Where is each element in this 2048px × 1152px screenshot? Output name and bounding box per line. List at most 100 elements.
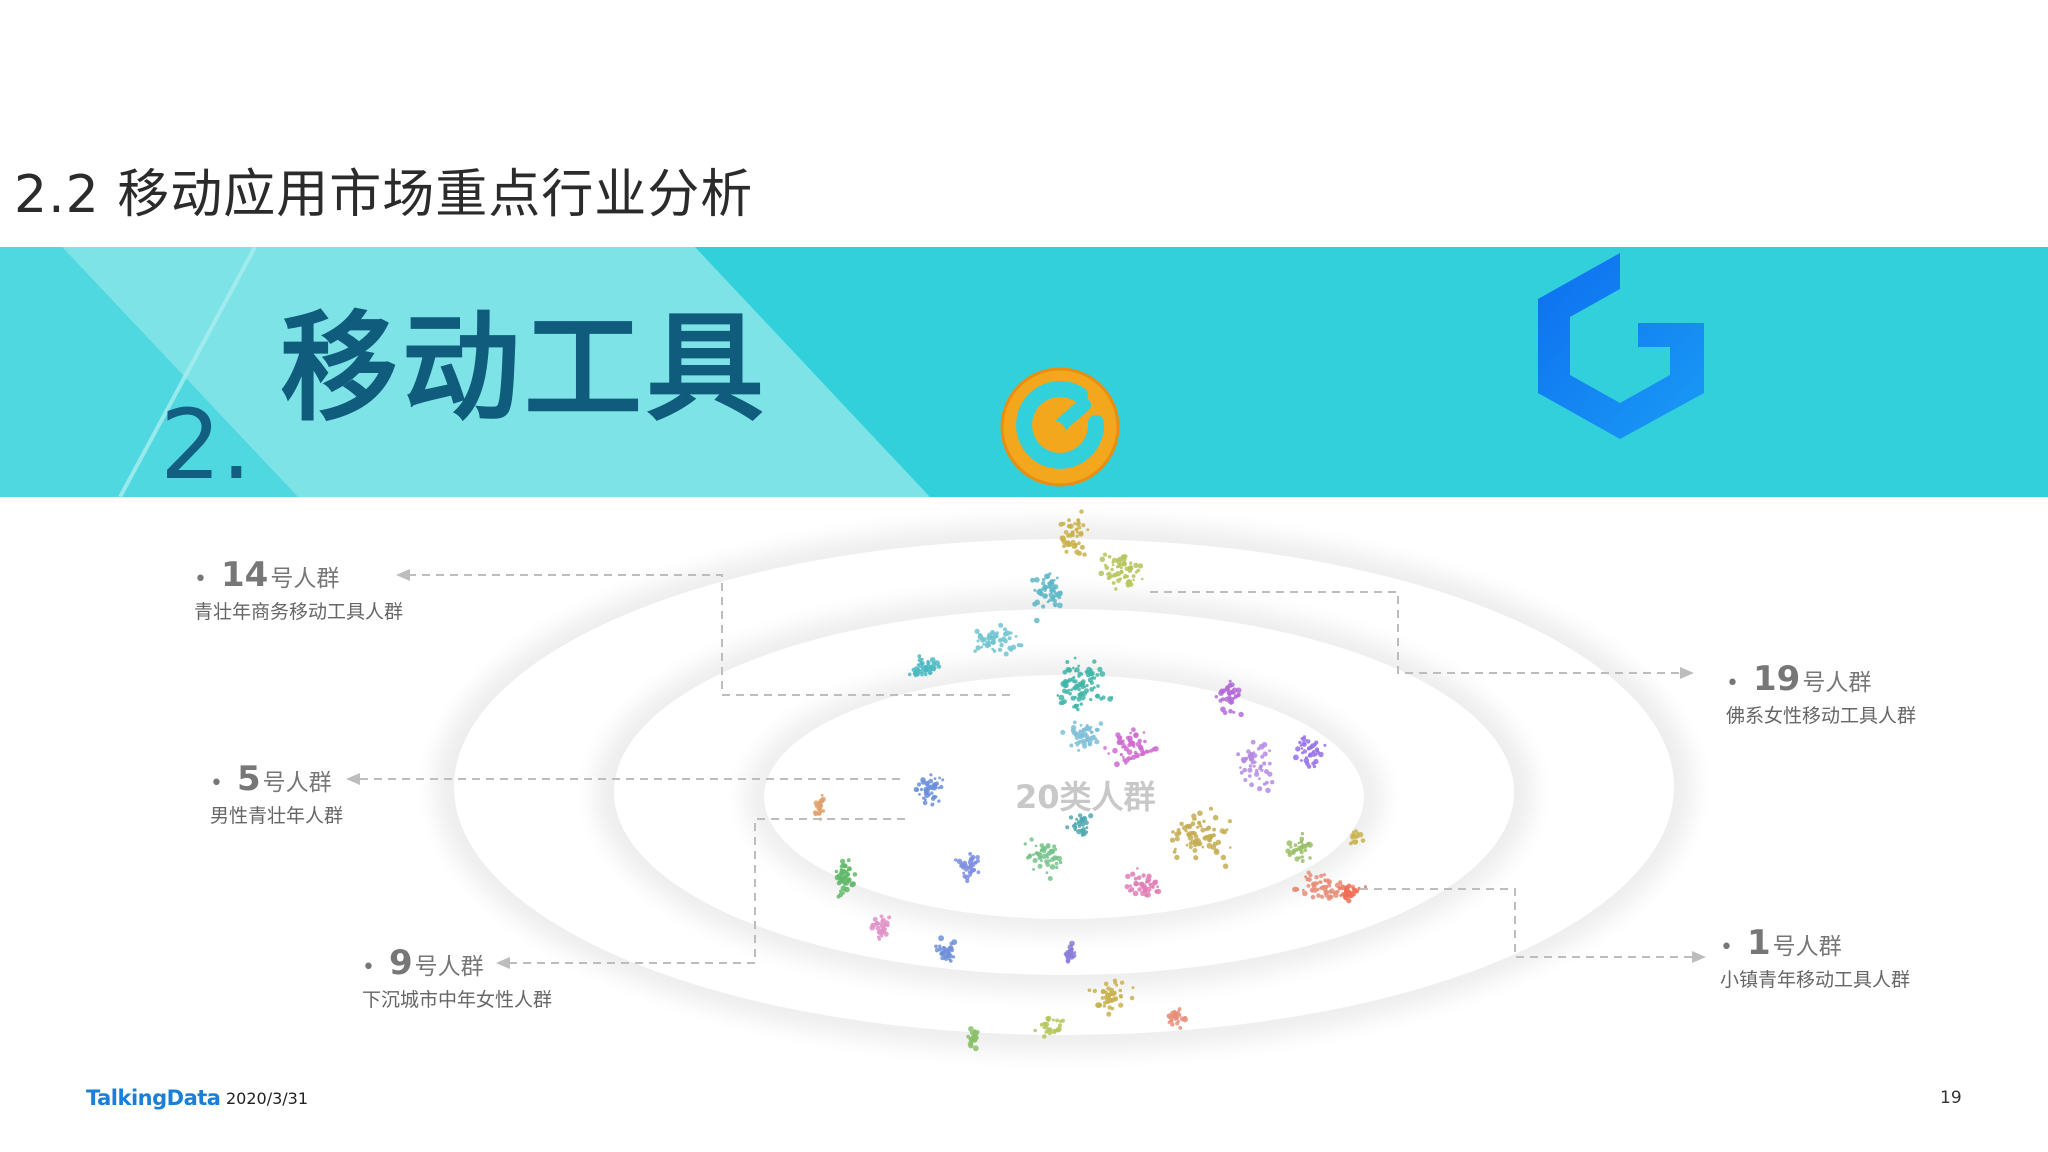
scatter-point [1111, 557, 1118, 563]
scatter-point [954, 858, 958, 862]
scatter-point [1007, 645, 1013, 651]
scatter-point [1265, 787, 1271, 793]
scatter-point [1129, 884, 1132, 888]
scatter-point [1328, 894, 1333, 900]
scatter-point [1218, 698, 1223, 703]
scatter-point [1262, 751, 1268, 757]
scatter-point [1070, 533, 1075, 537]
scatter-point [973, 649, 977, 653]
group-suffix: 号人群 [1772, 934, 1842, 960]
scatter-point [1268, 749, 1271, 753]
scatter-point [1077, 525, 1082, 530]
scatter-point [1080, 821, 1086, 827]
scatter-point [1207, 838, 1211, 842]
scatter-point [840, 858, 846, 864]
scatter-point [1188, 845, 1193, 849]
connector-group-1 [1360, 888, 1702, 958]
scatter-point [1322, 873, 1326, 877]
scatter-point [1049, 588, 1054, 593]
scatter-point [1301, 737, 1307, 743]
scatter-point [1154, 889, 1160, 894]
scatter-point [1060, 729, 1066, 735]
scatter-point [1211, 833, 1215, 837]
scatter-point [1228, 709, 1233, 714]
scatter-point [1327, 883, 1332, 888]
scatter-point [1040, 848, 1044, 852]
footer-date: 2020/3/31 [226, 1089, 309, 1108]
scatter-point [1084, 820, 1089, 825]
scatter-point [986, 641, 991, 646]
scatter-point [1095, 673, 1100, 677]
scatter-point [1103, 746, 1107, 750]
scatter-point [968, 1043, 974, 1049]
scatter-point [973, 860, 978, 865]
scatter-point [1041, 604, 1046, 609]
scatter-point [962, 871, 966, 875]
scatter-point [1102, 1004, 1106, 1008]
scatter-point [1319, 880, 1323, 884]
scatter-point [1077, 813, 1083, 818]
scatter-point [1221, 688, 1225, 692]
scatter-point [1119, 753, 1123, 756]
scatter-point [1297, 841, 1301, 845]
scatter-point [998, 622, 1004, 628]
scatter-point [1258, 777, 1261, 781]
scatter-point [1118, 988, 1123, 993]
scatter-point [1070, 695, 1076, 701]
scatter-point [875, 925, 881, 931]
scatter-point [839, 889, 842, 893]
scatter-point [1193, 855, 1199, 861]
connector-arrowheads [346, 569, 1706, 969]
scatter-point [1299, 840, 1303, 844]
scatter-point [1121, 554, 1127, 560]
scatter-point [1062, 683, 1068, 689]
scatter-point [951, 955, 956, 959]
chapter-banner: 2. 移动工具 [0, 247, 2048, 497]
scatter-point [1064, 679, 1069, 684]
scatter-point [1123, 746, 1129, 752]
scatter-point [1300, 747, 1304, 750]
scatter-point [1346, 898, 1352, 904]
banner-background [0, 247, 2048, 497]
scatter-point [1029, 837, 1034, 842]
scatter-point [880, 917, 886, 923]
scatter-point [1078, 531, 1084, 537]
scatter-point [1096, 684, 1100, 688]
scatter-point [1125, 582, 1128, 585]
group-number: 1 [1746, 923, 1771, 963]
scatter-point [1094, 739, 1100, 745]
scatter-point [1110, 696, 1114, 700]
scatter-point [1075, 743, 1079, 747]
scatter-point [1084, 688, 1089, 694]
scatter-point [1355, 840, 1359, 843]
scatter-point [1128, 741, 1134, 746]
scatter-point [1045, 843, 1051, 849]
scatter-point [1227, 819, 1232, 824]
scatter-point [1064, 549, 1069, 554]
scatter-point [1249, 782, 1254, 788]
scatter-point [1052, 855, 1058, 861]
scatter-point [1086, 528, 1090, 532]
scatter-point [878, 929, 883, 934]
scatter-point [1214, 848, 1219, 853]
scatter-point [1112, 978, 1117, 983]
scatter-point [1092, 659, 1097, 664]
scatter-point [969, 1037, 975, 1042]
group-description: 青壮年商务移动工具人群 [194, 601, 404, 623]
group-description: 小镇青年移动工具人群 [1720, 969, 1911, 991]
scatter-point [1201, 845, 1205, 849]
scatter-point [1318, 887, 1322, 890]
page-number: 19 [1940, 1088, 1962, 1108]
scatter-point [1262, 761, 1267, 766]
scatter-point [1299, 836, 1305, 842]
scatter-point [972, 1029, 978, 1035]
scatter-point [949, 941, 954, 946]
scatter-point [1133, 562, 1139, 568]
group-suffix: 号人群 [414, 954, 484, 980]
scatter-point [1067, 677, 1073, 683]
scatter-point [813, 800, 819, 806]
scatter-point [934, 944, 938, 949]
scatter-point [973, 1033, 977, 1037]
scatter-point [1124, 761, 1128, 765]
scatter-point [1119, 566, 1123, 570]
